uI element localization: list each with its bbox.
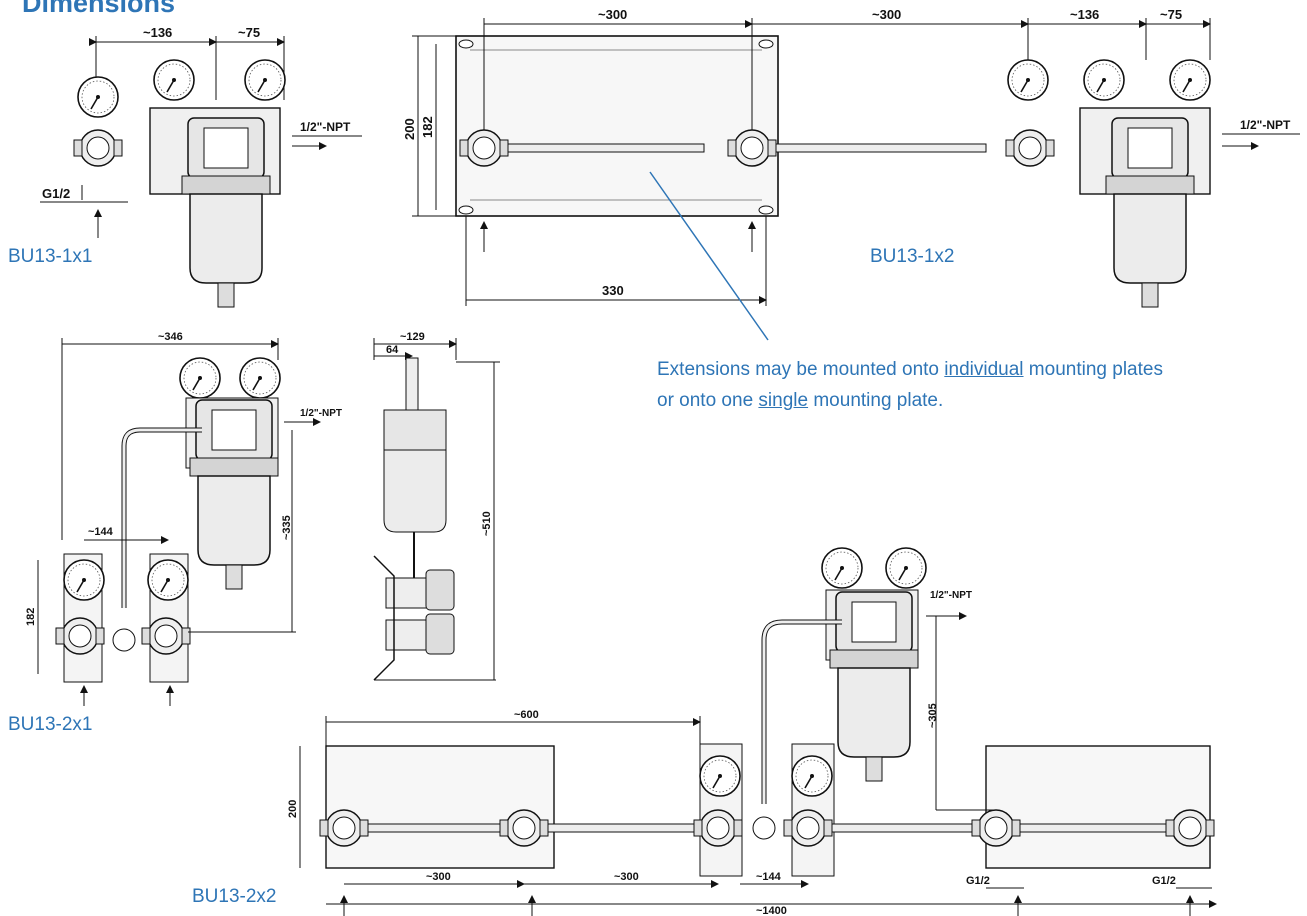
- label-bu13-1x2: BU13-1x2: [870, 246, 955, 267]
- mounting-note: Extensions may be mounted onto individua…: [657, 354, 1163, 416]
- dim-label: 182: [25, 608, 37, 626]
- dim-label: 1/2"-NPT: [1240, 118, 1291, 132]
- label-bu13-2x2: BU13-2x2: [192, 886, 277, 907]
- dim-label: 1/2"-NPT: [930, 590, 972, 601]
- label-bu13-2x1: BU13-2x1: [8, 714, 93, 735]
- note-line-2: or onto one single mounting plate.: [657, 385, 1163, 416]
- note-text: mounting plate.: [808, 390, 944, 411]
- page-title: Dimensions: [22, 0, 176, 18]
- unit-bu13-1x1: [40, 36, 362, 308]
- dim-label: ~305: [927, 703, 939, 728]
- note-text: or onto one: [657, 390, 759, 411]
- note-underlined-word: single: [758, 390, 809, 411]
- unit-bu13-2x2: [299, 547, 1217, 916]
- dim-label: ~300: [614, 871, 639, 883]
- dim-label: 64: [386, 344, 399, 356]
- note-line-1: Extensions may be mounted onto individua…: [657, 354, 1163, 385]
- note-text: Extensions may be mounted onto: [657, 359, 945, 380]
- dim-label: 1/2"-NPT: [300, 408, 342, 419]
- side-view: [373, 338, 500, 681]
- dim-label: ~1400: [756, 905, 787, 916]
- dim-label: 330: [602, 283, 624, 298]
- unit-bu13-1x2: [412, 18, 1300, 341]
- note-text: mounting plates: [1023, 359, 1163, 380]
- dim-label: 200: [287, 800, 299, 818]
- dim-label: ~300: [872, 7, 901, 22]
- dim-label: G1/2: [42, 186, 70, 201]
- dim-label: ~300: [426, 871, 451, 883]
- note-underlined-word: individual: [944, 359, 1024, 380]
- dim-label: ~136: [1070, 7, 1099, 22]
- dim-label: 200: [402, 118, 417, 140]
- dim-label: ~129: [400, 331, 425, 343]
- dim-label: ~335: [281, 515, 293, 540]
- label-bu13-1x1: BU13-1x1: [8, 246, 93, 267]
- dim-label: 1/2"-NPT: [300, 120, 351, 134]
- dim-label: ~144: [88, 526, 114, 538]
- dim-label: ~510: [481, 511, 493, 536]
- dim-label: ~300: [598, 7, 627, 22]
- dim-label: ~75: [1160, 7, 1182, 22]
- dim-label: ~136: [143, 25, 172, 40]
- unit-bu13-2x1: [37, 338, 321, 706]
- dim-label: ~600: [514, 709, 539, 721]
- dim-label: ~346: [158, 331, 183, 343]
- dim-label: G1/2: [1152, 875, 1176, 887]
- dim-label: ~144: [756, 871, 782, 883]
- dim-label: G1/2: [966, 875, 990, 887]
- dim-label: ~75: [238, 25, 260, 40]
- dim-label: 182: [420, 116, 435, 138]
